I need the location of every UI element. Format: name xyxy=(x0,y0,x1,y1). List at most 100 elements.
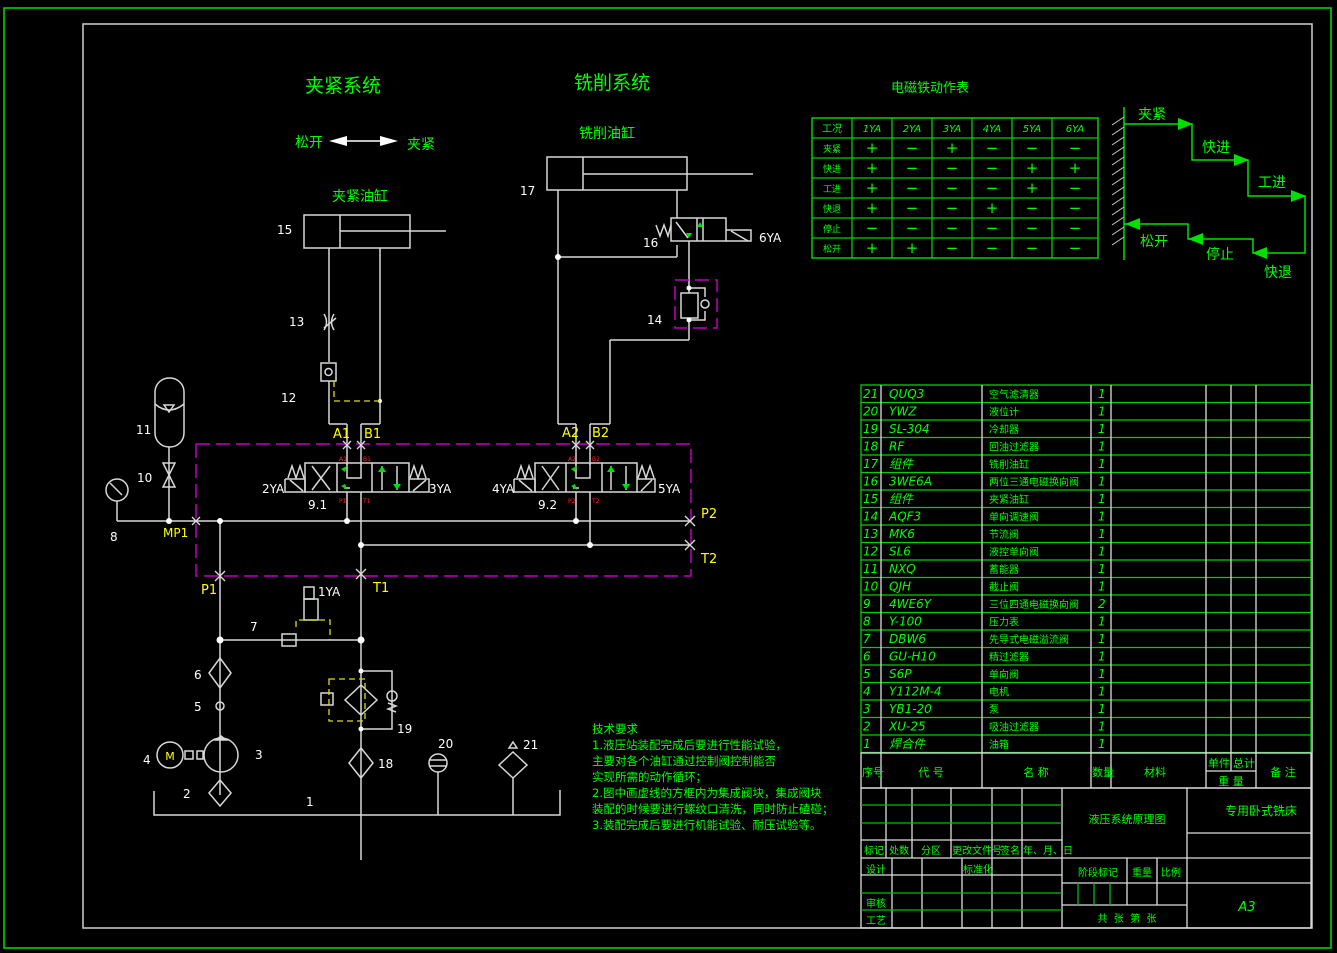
table-header: 3YA xyxy=(943,124,962,135)
tech-req-line: 实现所需的动作循环； xyxy=(592,770,707,784)
part-code: 焊合件 xyxy=(889,737,926,751)
relief-valve xyxy=(281,586,319,647)
part-no: 2 xyxy=(863,720,871,734)
table-cell: − xyxy=(986,219,999,237)
label-8: 8 xyxy=(110,530,118,544)
table-header: 2YA xyxy=(903,124,922,135)
part-qty: 1 xyxy=(1098,440,1106,454)
part-code: 组件 xyxy=(889,457,914,471)
table-cell: − xyxy=(986,179,999,197)
part-name: 回油过滤器 xyxy=(989,441,1039,454)
table-cell: − xyxy=(1026,219,1039,237)
part-code: 4WE6Y xyxy=(889,597,933,611)
part-qty: 1 xyxy=(1098,615,1106,629)
table-cell: + xyxy=(906,239,919,257)
table-cell: + xyxy=(866,199,879,217)
inner-frame xyxy=(82,23,1313,929)
part-name: 节流阀 xyxy=(989,528,1019,541)
label-2: 2 xyxy=(183,787,191,801)
table-cell: − xyxy=(1026,239,1039,257)
part-name: 先导式电磁溢流阀 xyxy=(989,633,1069,646)
hdr-weight: 重 量 xyxy=(1218,774,1244,788)
part-code: MK6 xyxy=(889,527,915,541)
part-name: 单向阀 xyxy=(989,668,1019,681)
cycle-diagram: 夹紧 快进 工进 快退 停止 松开 xyxy=(1111,107,1306,281)
table-cell: + xyxy=(986,199,999,217)
part-qty: 1 xyxy=(1098,632,1106,646)
label-15: 15 xyxy=(277,223,292,237)
table-header: 4YA xyxy=(983,124,1002,135)
table-cell: + xyxy=(866,179,879,197)
hdr-unit: 单件 xyxy=(1208,757,1230,770)
part-code: Y-100 xyxy=(889,615,922,629)
part-code: RF xyxy=(889,440,905,454)
port-b2: B2 xyxy=(592,426,609,441)
part-no: 20 xyxy=(863,405,879,419)
title-block: 液压系统原理图 专用卧式铣床 标记 处数 分区 更改文件号 签名 年、月、日 设… xyxy=(860,787,1312,929)
solenoid-table-title: 电磁铁动作表 xyxy=(891,81,969,96)
table-cell: − xyxy=(1069,179,1082,197)
directional-valve-9-1 xyxy=(284,462,430,493)
port-p1: P1 xyxy=(201,583,217,598)
part-no: 17 xyxy=(863,457,879,471)
clamp-cylinder xyxy=(303,214,446,249)
part-code: NXQ xyxy=(889,562,916,576)
motor-icon: M xyxy=(165,750,175,763)
port-t1: T1 xyxy=(372,581,389,596)
tech-requirements: 技术要求 1.液压站装配完成后要进行性能试验， 主要对各个油缸通过控制阀控制能否… xyxy=(592,722,834,832)
clamp-label: 夹紧 xyxy=(407,137,435,153)
part-name: 泵 xyxy=(989,704,999,716)
valve-port-a2: A2 xyxy=(568,456,576,463)
tech-req-title: 技术要求 xyxy=(592,722,638,736)
label-2ya: 2YA xyxy=(262,482,285,496)
label-16: 16 xyxy=(643,236,658,250)
hdr-total: 总计 xyxy=(1233,756,1255,770)
table-cell: − xyxy=(1026,199,1039,217)
part-no: 12 xyxy=(863,545,878,559)
table-row-label: 松开 xyxy=(823,243,841,255)
fine-filter xyxy=(208,656,232,690)
hdr-qty: 数量 xyxy=(1092,766,1114,779)
table-cell: − xyxy=(986,139,999,157)
tech-req-line: 装配的时候要进行螺纹口清洗，同时防止磕碰； xyxy=(592,802,834,816)
accumulator xyxy=(154,377,185,448)
label-7: 7 xyxy=(250,620,258,634)
part-name: 空气滤清器 xyxy=(989,388,1039,401)
label-5ya: 5YA xyxy=(658,482,681,496)
label-19: 19 xyxy=(397,722,412,736)
part-qty: 1 xyxy=(1098,545,1106,559)
part-code: S6P xyxy=(889,667,912,681)
tb-count: 处数 xyxy=(889,844,909,857)
tech-req-line: 2.图中画虚线的方框内为集成阀块，集成阀块 xyxy=(592,786,822,800)
part-qty: 1 xyxy=(1098,702,1106,716)
hdr-code: 代 号 xyxy=(918,766,944,779)
part-name: 三位四通电磁换向阀 xyxy=(989,598,1079,611)
table-cell: − xyxy=(946,159,959,177)
parts-header: 序号 代 号 名 称 数量 材料 单件 总计 重 量 备 注 xyxy=(860,752,1312,789)
port-p2: P2 xyxy=(701,507,717,522)
table-cell: − xyxy=(986,239,999,257)
table-header: 6YA xyxy=(1066,124,1085,135)
port-t2: T2 xyxy=(700,552,717,567)
label-5: 5 xyxy=(194,700,202,714)
part-name: 两位三通电磁换向阀 xyxy=(989,476,1079,489)
part-qty: 1 xyxy=(1098,527,1106,541)
part-name: 液控单向阀 xyxy=(989,546,1039,559)
part-qty: 1 xyxy=(1098,580,1106,594)
part-name: 吸油过滤器 xyxy=(989,721,1039,734)
outer-border xyxy=(3,7,1332,949)
table-cell: + xyxy=(1026,159,1039,177)
table-cell: − xyxy=(946,179,959,197)
clamp-system-title: 夹紧系统 xyxy=(305,75,381,97)
label-13: 13 xyxy=(289,315,304,329)
label-1ya: 1YA xyxy=(318,585,341,599)
